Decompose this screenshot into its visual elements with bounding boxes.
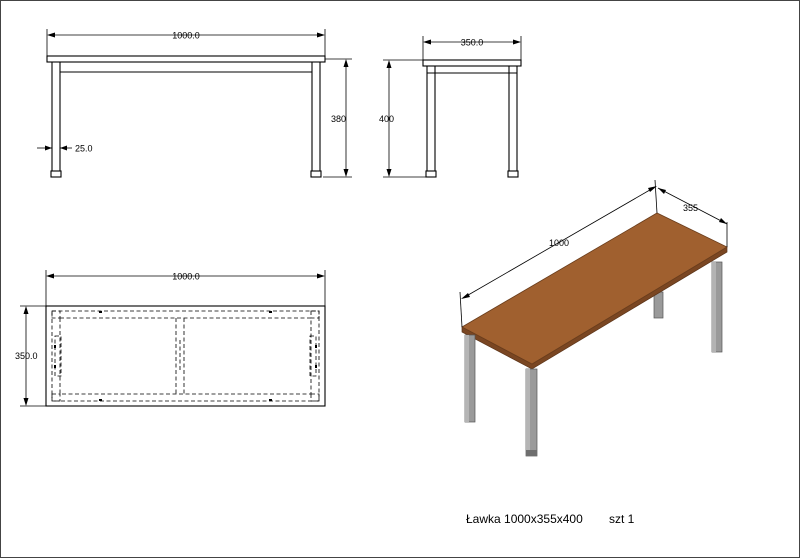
- top-outline: [45, 305, 326, 407]
- front-right-leg: [310, 62, 322, 178]
- top-width-dimension: 1000.0: [45, 270, 326, 306]
- side-width-label: 350.0: [461, 38, 484, 48]
- iso-depth-dimension: 355: [657, 187, 728, 247]
- side-left-leg: [425, 66, 437, 178]
- caption: Ławka 1000x355x400 szt 1: [466, 512, 635, 526]
- top-hidden-frame: [51, 310, 320, 402]
- front-view: 1000.0 380 25.0: [37, 29, 352, 178]
- front-leg-dimension: 25.0: [37, 144, 93, 156]
- top-depth-label: 350.0: [15, 351, 38, 361]
- top-screw-marks: [54, 311, 317, 401]
- front-width-label: 1000.0: [172, 31, 200, 41]
- iso-length-dimension: 1000: [459, 179, 658, 328]
- iso-view: 1000 355: [459, 179, 728, 457]
- caption-quantity: szt 1: [609, 512, 635, 526]
- iso-length-label: 1000: [549, 238, 569, 248]
- iso-front-right-leg: [525, 368, 538, 457]
- iso-back-right-leg: [711, 261, 723, 353]
- side-tabletop: [422, 59, 522, 67]
- iso-depth-label: 355: [683, 203, 698, 213]
- front-leg-label: 25.0: [75, 144, 93, 154]
- front-tabletop: [46, 55, 326, 63]
- front-height-dimension: 380: [323, 58, 352, 178]
- top-view: 1000.0 350.0: [15, 270, 326, 407]
- side-height-dimension: 400: [379, 59, 426, 178]
- top-width-label: 1000.0: [172, 272, 200, 282]
- caption-title: Ławka 1000x355x400: [466, 512, 583, 526]
- top-depth-dimension: 350.0: [15, 305, 46, 407]
- front-height-label: 380: [331, 114, 346, 124]
- side-view: 350.0 400: [379, 36, 522, 178]
- front-width-dimension: 1000.0: [46, 29, 326, 56]
- side-width-dimension: 350.0: [422, 36, 522, 60]
- iso-back-middle-leg: [653, 291, 664, 319]
- side-height-label: 400: [379, 114, 394, 124]
- side-right-leg: [507, 66, 519, 178]
- iso-front-left-leg: [464, 334, 476, 423]
